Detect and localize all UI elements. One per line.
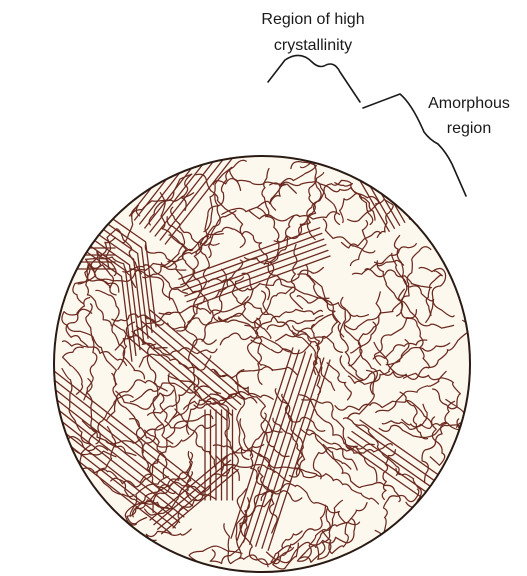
crystallinity-label-line1: Region of high	[261, 11, 364, 28]
crystallinity-label-line2: crystallinity	[274, 37, 352, 54]
crystallinity-bracket	[268, 55, 360, 102]
amorphous-label-line2: region	[447, 120, 491, 137]
specimen-disc	[54, 156, 470, 572]
amorphous-label-line1: Amorphous	[428, 95, 510, 112]
